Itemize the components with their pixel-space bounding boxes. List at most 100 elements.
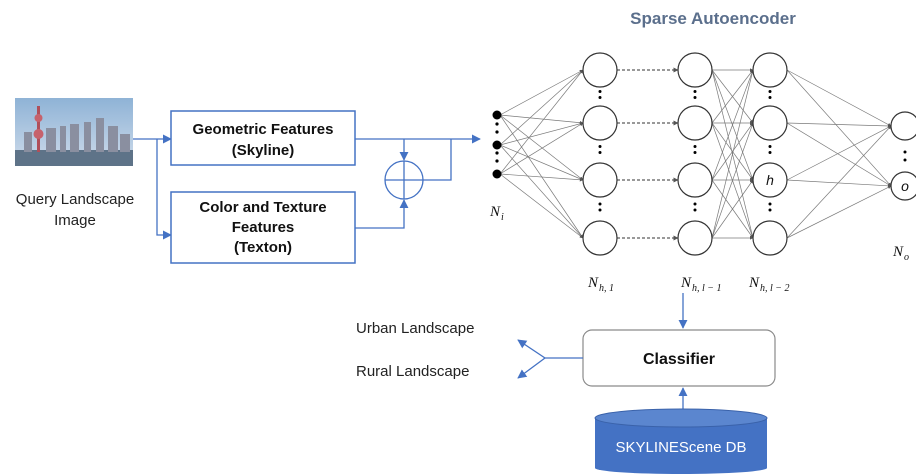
hidden-l2-node [752,162,788,198]
ellipsis-dot [598,202,602,206]
hidden-edge [711,69,754,181]
classifier-output-arrows [517,339,583,379]
geometric-features-box [170,110,356,166]
color-texture-features-box [170,191,356,264]
hidden-layer-l2-label: N h, l − 2 [748,275,790,294]
ellipsis-dot [768,90,772,93]
database-cylinder [594,408,768,474]
query-landscape-image [15,98,133,166]
output-node-symbol: o [901,178,909,194]
hidden-1-node [582,162,618,198]
hidden-layer-1-label-base: N [587,275,599,291]
input-edge [499,173,584,182]
classifier-label: Classifier [643,351,715,368]
color-texture-line1: Color and Texture [199,199,326,216]
hidden-layer-l2-label-base: N [748,275,760,291]
ellipsis-dot [903,150,907,154]
output-edge [786,125,892,181]
hidden-l2-node [752,220,788,256]
fusion-plus-icon [384,160,424,200]
output-edge [786,69,892,187]
hidden-l1-node [677,52,713,88]
input-layer-label-base: N [489,204,501,220]
hidden-l2-node [752,52,788,88]
hidden-edge [711,69,754,239]
input-edge [499,122,584,175]
ellipsis-dot [768,145,772,148]
ellipsis-dot [693,96,697,99]
hidden-edge [711,69,754,124]
ellipsis-dot [495,130,499,134]
hidden-node-symbol: h [766,172,774,188]
ellipsis-dot [495,151,499,155]
network-connections [499,67,892,241]
urban-landscape-label: Urban Landscape [356,320,474,337]
diagram-title: Sparse Autoencoder [630,9,796,28]
output-edge [786,179,892,188]
output-node [890,171,916,201]
hidden-1-node [582,220,618,256]
output-layer-label: N o [892,244,909,263]
output-edge [786,122,892,128]
output-node [890,111,916,141]
input-edge [499,114,584,125]
hidden-1-node [582,105,618,141]
ellipsis-dot [693,202,697,206]
ellipsis-dot [693,151,697,154]
image-to-features-connectors [133,134,172,240]
ellipsis-dot [693,90,697,93]
input-node [492,110,502,120]
ellipsis-dot [768,202,772,206]
input-edge [499,114,584,239]
input-node [492,169,502,179]
hidden-l1-node [677,162,713,198]
input-edge [499,69,584,116]
output-edge [786,122,892,187]
rural-landscape-label: Rural Landscape [356,363,469,380]
ellipsis-dot [495,159,499,163]
ellipsis-dot [598,90,602,93]
output-edge [786,185,892,239]
ellipsis-dot [598,208,602,212]
hidden-l2-node [752,105,788,141]
hidden-edge [711,179,754,239]
input-node [492,140,502,150]
query-caption-line2: Image [54,212,96,229]
hidden-l1-node [677,105,713,141]
ellipsis-dot [903,158,907,162]
output-layer-label-sub: o [904,252,909,263]
hidden-l1-node [677,220,713,256]
hidden-layer-l1-label-base: N [680,275,692,291]
geometric-features-line1: Geometric Features [193,121,334,138]
hidden-edge [711,122,754,239]
input-edge [499,114,584,181]
feature-fusion-connectors [355,134,481,229]
hidden-layer-l1-label-sub: h, l − 1 [692,283,722,294]
output-edge [786,125,892,239]
ellipsis-dot [598,151,602,154]
output-edge [786,69,892,127]
ellipsis-dot [598,96,602,99]
ellipsis-dot [495,122,499,126]
ellipsis-dot [598,145,602,148]
input-layer-label-sub: i [501,212,504,223]
query-caption-line1: Query Landscape [16,191,134,208]
input-edge [499,173,584,239]
database-label: SKYLINEScene DB [616,439,747,456]
ellipsis-dot [693,145,697,148]
ellipsis-dot [768,96,772,99]
geometric-features-line2: (Skyline) [232,142,295,159]
input-edge [499,69,584,175]
color-texture-line2: Features [232,219,295,236]
hidden-edge [711,122,754,181]
output-layer-label-base: N [892,244,904,260]
ellipsis-dot [693,208,697,212]
hidden-layer-1-label-sub: h, 1 [599,283,614,294]
hidden-layer-l2-label-sub: h, l − 2 [760,283,790,294]
input-edge [499,144,584,181]
input-edge [499,122,584,146]
hidden-layer-l1-label: N h, l − 1 [680,275,722,294]
input-layer-label: N i [489,204,504,223]
